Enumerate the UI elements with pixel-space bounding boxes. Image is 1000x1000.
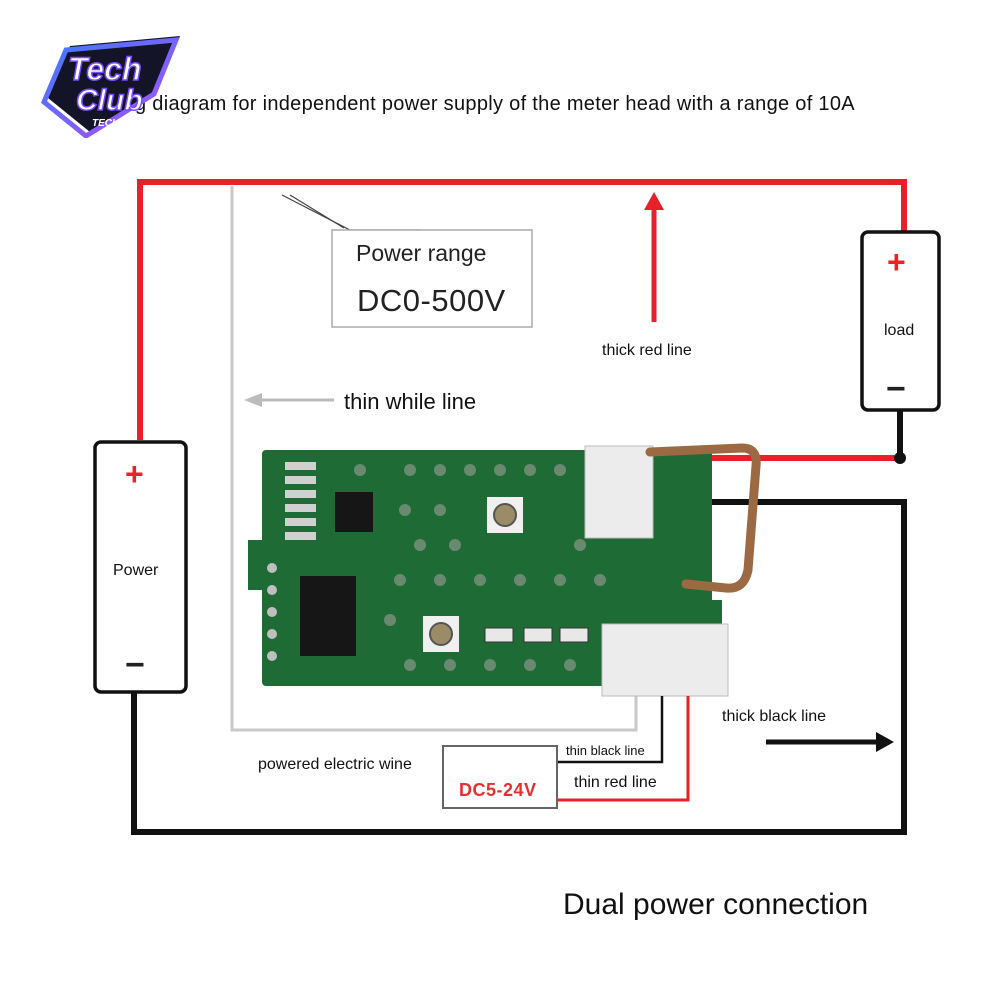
load-minus-sign: − xyxy=(886,370,906,408)
power-label: Power xyxy=(113,562,159,579)
thick-red-wire xyxy=(137,179,907,440)
thin-red-wire xyxy=(557,696,690,802)
power-range-value: DC0-500V xyxy=(357,283,506,318)
logo-line2: Club xyxy=(76,84,143,117)
aux-supply-value: DC5-24V xyxy=(459,780,537,800)
power-box xyxy=(93,440,188,694)
thin-black-line-label: thin black line xyxy=(566,743,645,758)
logo-subtitle: TECH CLUB xyxy=(92,118,150,129)
left-arrow-icon xyxy=(244,393,334,407)
thin-white-line-label: thin while line xyxy=(344,389,477,414)
load-label: load xyxy=(884,322,915,339)
shunt-icon xyxy=(645,443,761,593)
thin-red-line-label: thin red line xyxy=(574,774,657,791)
power-plus-sign: + xyxy=(125,456,144,492)
connector-bottom xyxy=(601,623,729,697)
logo-line1: Tech xyxy=(68,51,142,87)
diagram-title: g diagram for independent power supply o… xyxy=(135,93,855,115)
thin-white-line xyxy=(230,186,638,732)
pcb-board xyxy=(248,445,729,697)
thick-black-wire xyxy=(131,499,907,835)
connector-top xyxy=(584,445,654,539)
power-range-title: Power range xyxy=(356,240,487,266)
logo-icon: Tech Club TECH CLUB xyxy=(40,36,180,138)
power-range-callout xyxy=(331,229,533,328)
right-arrow-icon xyxy=(766,732,894,752)
load-plus-sign: + xyxy=(887,244,906,280)
footer-caption: Dual power connection xyxy=(563,888,869,921)
up-arrow-icon xyxy=(644,192,664,322)
aux-supply-box xyxy=(442,745,558,809)
thick-red-line-label: thick red line xyxy=(602,342,692,359)
power-minus-sign: − xyxy=(125,646,145,684)
thin-black-wire xyxy=(557,696,664,764)
callout-pointer xyxy=(281,194,420,231)
load-box xyxy=(860,230,941,412)
thick-black-line-label: thick black line xyxy=(722,708,827,725)
powered-wire-label: powered electric wine xyxy=(258,756,412,773)
